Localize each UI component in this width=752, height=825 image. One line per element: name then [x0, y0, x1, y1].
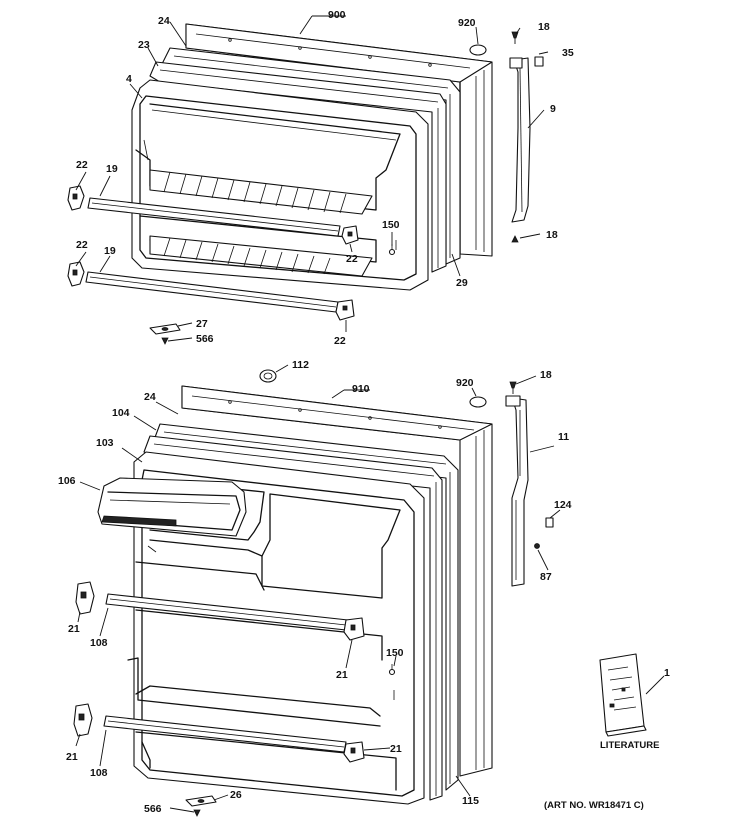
freezer-door-assembly: [67, 23, 544, 345]
label-106: 106: [58, 475, 76, 487]
label-9: 9: [550, 103, 556, 115]
label-566-top: 566: [196, 333, 214, 345]
label-21-right-upper: 21: [336, 669, 348, 681]
label-21-left-upper: 21: [68, 623, 80, 635]
label-4: 4: [126, 73, 132, 85]
label-104: 104: [112, 407, 130, 419]
freezer-shelf-cap-left-upper: [67, 185, 85, 211]
label-11: 11: [558, 431, 569, 443]
freezer-shelf-cap-left-lower: [67, 261, 85, 287]
label-19-upper: 19: [106, 163, 118, 175]
fresh-food-shelf-cap-left-lower: [73, 703, 93, 737]
freezer-screw-18-bottom: [511, 235, 519, 243]
label-920-top: 920: [458, 17, 476, 29]
freezer-hinge-27: [149, 323, 181, 335]
fresh-food-screw-87: [534, 543, 540, 549]
label-112: 112: [292, 359, 309, 371]
label-920-bottom: 920: [456, 377, 474, 389]
leader-lines: [75, 15, 665, 813]
label-910: 910: [352, 383, 370, 395]
label-35: 35: [562, 47, 574, 59]
freezer-breaker-strip: [149, 61, 447, 273]
label-566-bottom: 566: [144, 803, 162, 815]
freezer-plug-920: [469, 44, 487, 56]
label-150-bottom: 150: [386, 647, 404, 659]
label-22-left-upper: 22: [76, 159, 88, 171]
label-87: 87: [540, 571, 552, 583]
fresh-food-door-handle: [505, 395, 529, 587]
fresh-food-dairy-door: [97, 477, 247, 537]
label-24-top: 24: [158, 15, 170, 27]
freezer-shelf-cap-right-upper: [341, 225, 359, 245]
part-number-labels: 900 920 18 35 24 23 4 9 22 19 150 18 22 …: [58, 9, 670, 815]
literature-booklet: [599, 653, 647, 737]
freezer-inner-door-liner: [131, 79, 429, 291]
fresh-food-door-assembly: [73, 369, 554, 817]
label-22-left-lower: 22: [76, 239, 88, 251]
label-150-top: 150: [382, 219, 400, 231]
freezer-plug-35: [534, 56, 544, 67]
fresh-food-shelf-cap-right-upper: [343, 617, 365, 641]
label-19-lower: 19: [104, 245, 116, 257]
label-124: 124: [554, 499, 572, 511]
label-24-bottom: 24: [144, 391, 156, 403]
fresh-food-screw-566: [193, 809, 201, 817]
label-23: 23: [138, 39, 150, 51]
label-108-upper: 108: [90, 637, 108, 649]
freezer-screw-150: [388, 244, 396, 256]
freezer-screw-18-top: [511, 31, 519, 44]
fresh-food-cap-112: [259, 369, 277, 383]
freezer-screw-566: [161, 337, 169, 345]
art-number: (ART NO. WR18471 C): [544, 800, 644, 811]
label-18-bottom: 18: [546, 229, 558, 241]
label-22-right-lower: 22: [334, 335, 346, 347]
label-21-right-lower: 21: [390, 743, 402, 755]
label-108-lower: 108: [90, 767, 108, 779]
fresh-food-inner-door-liner: [127, 451, 425, 805]
label-1: 1: [664, 667, 670, 679]
fresh-food-screw-18: [509, 381, 517, 394]
label-115: 115: [462, 795, 479, 807]
label-21-left-lower: 21: [66, 751, 78, 763]
label-900: 900: [328, 9, 346, 21]
freezer-shelf-cap-right-lower: [335, 299, 355, 321]
label-18-fresh: 18: [540, 369, 552, 381]
label-22-right-upper: 22: [346, 253, 358, 265]
fresh-food-outer-door-panel: [181, 385, 493, 777]
freezer-shelf-bar-upper: [87, 197, 341, 237]
fresh-food-plug-124: [545, 517, 554, 528]
fresh-food-screw-150: [388, 664, 396, 676]
fresh-food-plug-920: [469, 396, 487, 408]
fresh-food-shelf-cap-right-lower: [343, 741, 365, 763]
freezer-door-handle: [509, 57, 531, 223]
fresh-food-hinge-26: [185, 795, 217, 807]
label-26: 26: [230, 789, 242, 801]
fresh-food-shelf-cap-left-upper: [75, 581, 95, 615]
literature-caption: LITERATURE: [600, 740, 659, 751]
label-103: 103: [96, 437, 114, 449]
label-27: 27: [196, 318, 208, 330]
label-18-top: 18: [538, 21, 550, 33]
label-29: 29: [456, 277, 468, 289]
